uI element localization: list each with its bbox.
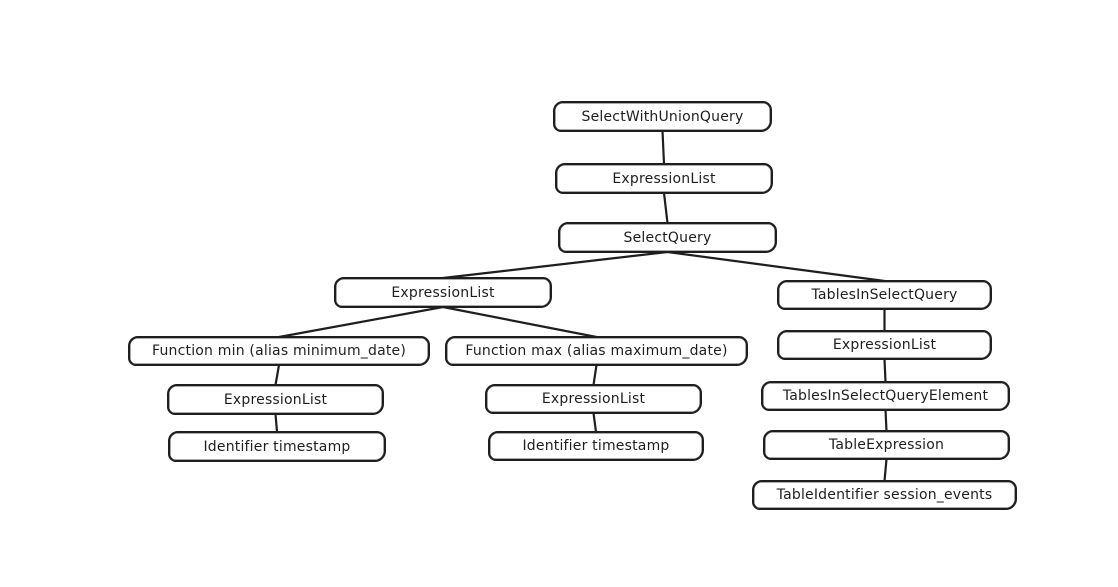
tree-node-identifierTimestampMin: Identifier timestamp — [168, 431, 386, 462]
edge-line-selectWithUnionQuery-expressionListTop — [661, 129, 666, 166]
tree-node-label: Function max (alias maximum_date) — [465, 343, 728, 359]
edge-line-selectQuery-expressionListSelect — [441, 250, 669, 280]
edge-line-tablesInSelectQueryElement-tableExpression — [884, 408, 888, 433]
edge-line-expressionListMin-identifierTimestampMin — [274, 412, 279, 434]
tree-node-tablesInSelectQuery: TablesInSelectQuery — [777, 280, 992, 310]
tree-node-label: TablesInSelectQuery — [811, 287, 958, 303]
tree-node-label: Identifier timestamp — [203, 438, 351, 455]
tree-node-selectQuery: SelectQuery — [558, 222, 777, 253]
tree-node-expressionListMax: ExpressionList — [485, 384, 702, 414]
tree-node-label: ExpressionList — [832, 337, 937, 353]
edge-line-selectQuery-tablesInSelectQuery — [666, 250, 886, 283]
tree-node-label: Identifier timestamp — [522, 438, 670, 454]
tree-node-label: SelectQuery — [623, 229, 712, 246]
tree-node-functionMin: Function min (alias minimum_date) — [128, 336, 430, 366]
tree-node-label: ExpressionList — [391, 284, 495, 301]
edge-line-functionMax-expressionListMax — [592, 363, 598, 387]
edge-line-tableExpression-tableIdentifier — [883, 457, 888, 483]
tree-node-label: ExpressionList — [612, 170, 716, 187]
tree-node-tablesInSelectQueryElement: TablesInSelectQueryElement — [761, 381, 1010, 411]
edge-line-expressionListMax-identifierTimestampMax — [592, 411, 598, 434]
edge-line-expressionListTables-tablesInSelectQueryElement — [883, 357, 887, 384]
tree-node-tableExpression: TableExpression — [763, 430, 1010, 460]
tree-node-label: TableIdentifier session_events — [776, 487, 993, 503]
tree-node-label: TableExpression — [828, 437, 945, 453]
tree-node-label: SelectWithUnionQuery — [581, 108, 744, 125]
tree-node-expressionListTables: ExpressionList — [777, 330, 992, 360]
tree-node-expressionListTop: ExpressionList — [555, 163, 773, 194]
edge-line-expressionListSelect-functionMin — [277, 305, 445, 339]
tree-node-functionMax: Function max (alias maximum_date) — [445, 336, 748, 366]
tree-node-label: Function min (alias minimum_date) — [151, 343, 407, 359]
tree-node-label: ExpressionList — [541, 391, 646, 407]
tree-node-selectWithUnionQuery: SelectWithUnionQuery — [553, 101, 772, 132]
edge-line-functionMin-expressionListMin — [274, 363, 281, 387]
edge-line-expressionListTop-selectQuery — [662, 191, 669, 225]
tree-node-identifierTimestampMax: Identifier timestamp — [488, 431, 704, 461]
tree-node-expressionListMin: ExpressionList — [167, 384, 384, 415]
tree-node-label: TablesInSelectQueryElement — [782, 388, 989, 404]
tree-node-label: ExpressionList — [223, 391, 328, 408]
tree-node-expressionListSelect: ExpressionList — [334, 277, 552, 308]
edge-line-expressionListSelect-functionMax — [441, 305, 598, 339]
tree-node-tableIdentifier: TableIdentifier session_events — [752, 480, 1017, 510]
